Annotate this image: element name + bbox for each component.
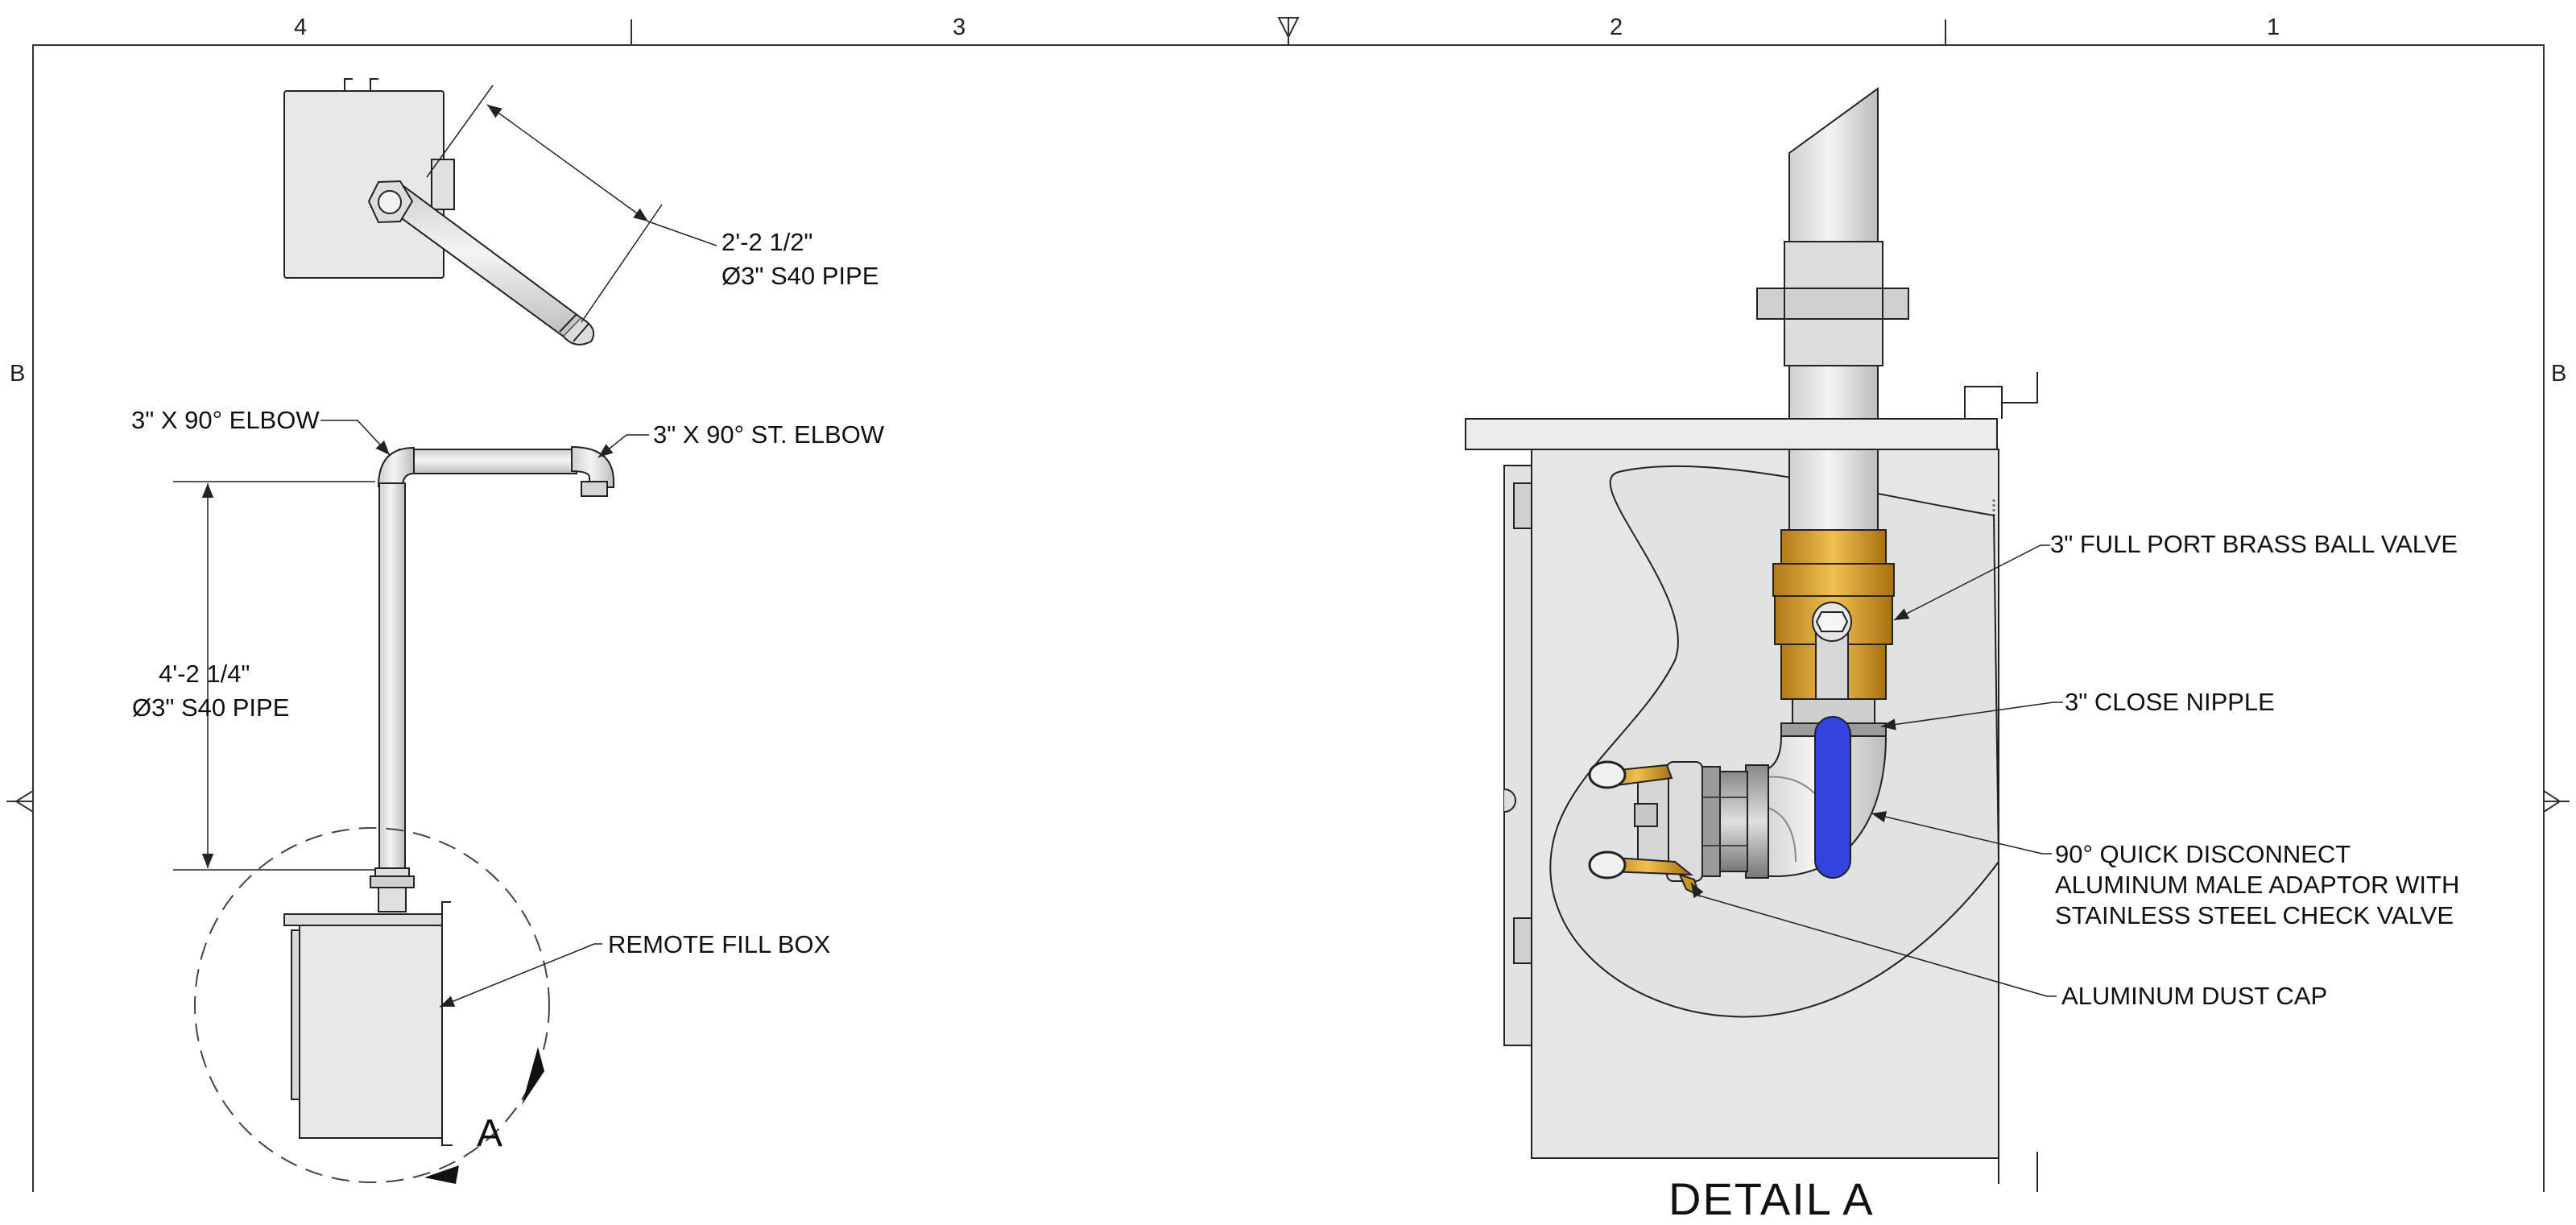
elbow-callout: 3" X 90° ELBOW (131, 406, 320, 434)
quick-disconnect-callout-line-1: 90° QUICK DISCONNECT (2055, 840, 2351, 868)
zone-number-1: 1 (2267, 14, 2280, 40)
zone-number-2: 2 (1610, 14, 1623, 40)
street-elbow-callout: 3" X 90° ST. ELBOW (653, 420, 885, 449)
front-view-riser (173, 420, 649, 1184)
riser-dimension-pipe: Ø3" S40 PIPE (132, 693, 290, 722)
quick-disconnect-callout-line-3: STAINLESS STEEL CHECK VALVE (2055, 901, 2454, 929)
quick-disconnect-callout-line-2: ALUMINUM MALE ADAPTOR WITH (2055, 871, 2460, 899)
detail-a-title: DETAIL A (1668, 1173, 1875, 1224)
zone-number-3: 3 (953, 14, 966, 40)
riser-dimension-length: 4'-2 1/4" (159, 660, 250, 688)
close-nipple-callout: 3" CLOSE NIPPLE (2065, 688, 2275, 716)
remote-fill-box-callout: REMOTE FILL BOX (608, 930, 831, 958)
detail-a-assembly (1465, 87, 2063, 1192)
dust-cap-callout: ALUMINUM DUST CAP (2061, 982, 2328, 1010)
detail-letter-a: A (477, 1112, 503, 1155)
zone-number-4: 4 (294, 14, 308, 40)
top-view-dimension-length: 2'-2 1/2" (722, 228, 813, 256)
top-view-dimension-pipe: Ø3" S40 PIPE (722, 262, 879, 290)
top-view-fill-box (283, 78, 717, 346)
ball-valve-callout: 3" FULL PORT BRASS BALL VALVE (2050, 530, 2458, 558)
drawing-sheet (6, 17, 2570, 1192)
sheet-frame (6, 17, 2570, 1192)
zone-letter-right: B (2551, 361, 2567, 387)
zone-letter-left: B (10, 361, 26, 387)
